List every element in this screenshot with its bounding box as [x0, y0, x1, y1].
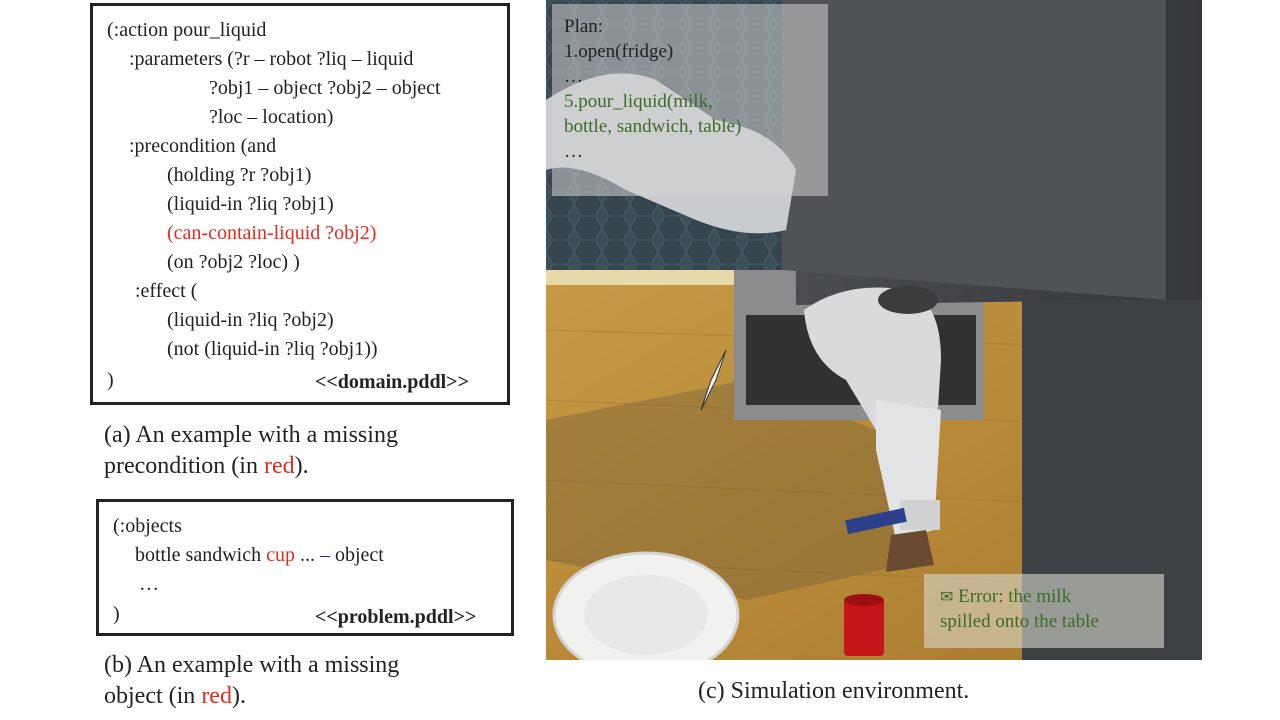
- caption-b-line1: (b) An example with a missing: [104, 652, 400, 678]
- plan-title: Plan:: [564, 16, 604, 37]
- knife: [700, 349, 727, 411]
- problem-file-label: <<problem.pddl>>: [315, 606, 477, 628]
- plan-step-5: 5.pour_liquid(milk,: [564, 91, 713, 112]
- missing-precondition-line: (can-contain-liquid ?obj2): [167, 222, 377, 244]
- plan-step-1: 1.open(fridge): [564, 41, 674, 62]
- plan-ellipsis: …: [564, 66, 583, 87]
- sandwich: [886, 530, 934, 572]
- error-line-1: ✉ Error: the milk: [940, 586, 1072, 607]
- blue-object: [845, 507, 907, 535]
- code-line: (:objects: [113, 515, 182, 537]
- code-line: ?loc – location): [209, 106, 334, 128]
- code-line: :precondition (and: [129, 135, 277, 157]
- plan-step-5-cont: bottle, sandwich, table): [564, 116, 742, 137]
- red-word: red: [263, 453, 295, 479]
- missing-object: cup: [266, 544, 295, 566]
- caption-a-line2: precondition (in red).: [104, 453, 309, 479]
- domain-file-label: <<domain.pddl>>: [315, 371, 469, 393]
- code-line: (on ?obj2 ?loc) ): [167, 251, 300, 273]
- code-line: ): [113, 603, 120, 625]
- problem-pddl-box: (:objects bottle sandwich cup ... – obje…: [96, 499, 514, 636]
- plan-overlay: Plan: 1.open(fridge) … 5.pour_liquid(mil…: [552, 4, 828, 196]
- red-word: red: [201, 683, 232, 709]
- red-cup: [844, 598, 884, 656]
- code-line: (holding ?r ?obj1): [167, 164, 312, 186]
- fridge-door: [782, 0, 1166, 300]
- envelope-icon: ✉: [940, 587, 954, 606]
- error-line-2: spilled onto the table: [940, 611, 1099, 632]
- code-line: :effect (: [135, 280, 198, 302]
- code-line: (not (liquid-in ?liq ?obj1)): [167, 338, 378, 360]
- simulation-environment: Plan: 1.open(fridge) … 5.pour_liquid(mil…: [546, 0, 1202, 660]
- caption-b: (b) An example with a missing object (in…: [104, 650, 399, 712]
- code-line: ): [107, 369, 114, 391]
- simulation-scene: [546, 0, 1202, 660]
- domain-pddl-box: (:action pour_liquid :parameters (?r – r…: [90, 3, 510, 405]
- plan-ellipsis: …: [564, 141, 583, 162]
- caption-c: (c) Simulation environment.: [698, 678, 970, 704]
- caption-b-line2: object (in red).: [104, 683, 246, 709]
- error-overlay: ✉ Error: the milk spilled onto the table: [924, 574, 1164, 648]
- objects-line: bottle sandwich cup ... – object: [135, 544, 384, 566]
- code-line: (:action pour_liquid: [107, 19, 267, 41]
- code-line: ?obj1 – object ?obj2 – object: [209, 77, 441, 99]
- code-line: (liquid-in ?liq ?obj2): [167, 309, 334, 331]
- caption-a-line1: (a) An example with a missing: [104, 422, 398, 448]
- code-line: :parameters (?r – robot ?liq – liquid: [129, 48, 414, 70]
- caption-a: (a) An example with a missing preconditi…: [104, 420, 398, 482]
- code-line: (liquid-in ?liq ?obj1): [167, 193, 334, 215]
- code-line: …: [139, 573, 159, 595]
